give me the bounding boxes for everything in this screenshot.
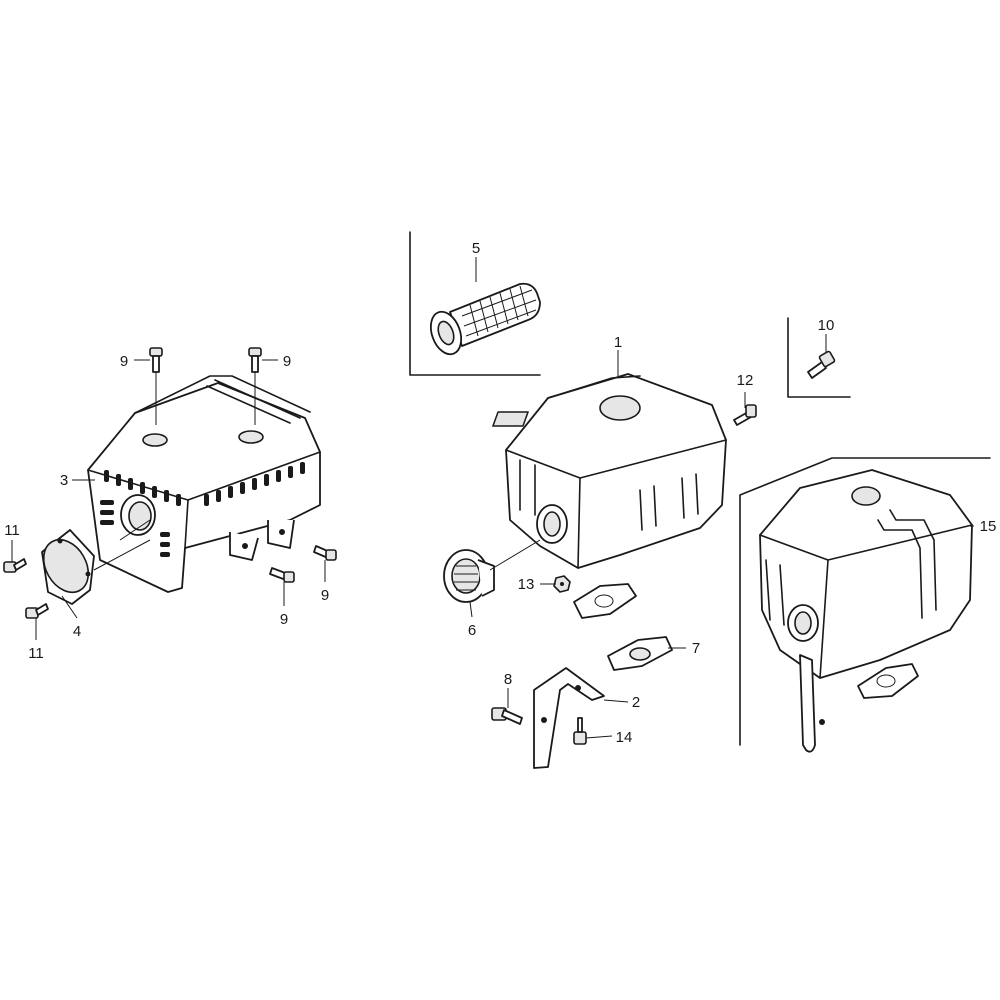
muffler-assembly	[759, 469, 973, 753]
callout-12: 12	[737, 372, 754, 389]
callout-13: 13	[518, 576, 535, 593]
callout-9-bottom: 9	[280, 611, 288, 628]
exhaust-deflector	[41, 529, 95, 605]
callout-10: 10	[818, 317, 835, 334]
callout-11-upper: 11	[4, 522, 20, 539]
callout-14: 14	[616, 729, 633, 746]
callout-8: 8	[504, 671, 512, 688]
leader-lines	[11, 257, 974, 739]
exhaust-gasket	[607, 636, 673, 671]
bolt-9-right	[313, 545, 337, 561]
callout-6: 6	[468, 622, 476, 639]
callout-9-top-left: 9	[120, 353, 128, 370]
bolt-11-lower	[25, 603, 49, 619]
muffler-protector	[87, 375, 321, 593]
bolt-10	[807, 350, 836, 379]
callout-1: 1	[614, 334, 622, 351]
bolt-9-bottom	[269, 567, 295, 583]
inset-frame-muffler-assembly	[739, 457, 991, 746]
callout-15: 15	[980, 518, 997, 535]
bolt-9-top-left	[149, 347, 163, 373]
inset-frame-spark-arrester	[409, 231, 541, 376]
muffler	[492, 373, 727, 619]
bolt-8	[491, 707, 523, 725]
tail-pipe-insert	[443, 549, 495, 603]
callout-11-lower: 11	[28, 645, 44, 662]
bolt-12	[733, 404, 757, 426]
callout-5: 5	[472, 240, 480, 257]
inset-frame-bolt	[787, 317, 851, 398]
callout-4: 4	[73, 623, 81, 640]
nut-13	[553, 575, 571, 593]
muffler-bracket	[533, 667, 605, 769]
callout-9-right: 9	[321, 587, 329, 604]
callout-7: 7	[692, 640, 700, 657]
bolt-14	[573, 717, 587, 745]
callout-9-top-right: 9	[283, 353, 291, 370]
spark-arrester-screen	[429, 282, 541, 356]
callout-3: 3	[60, 472, 68, 489]
callout-2: 2	[632, 694, 640, 711]
bolt-9-top-right	[248, 347, 262, 373]
bolt-11-upper	[3, 558, 27, 573]
